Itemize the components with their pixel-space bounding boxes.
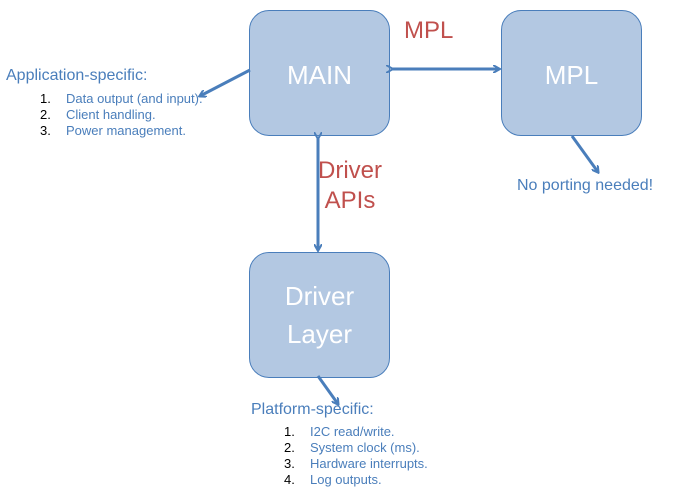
mpl-to-note-arrow (570, 135, 598, 172)
item-text: Power management. (66, 123, 186, 138)
item-number: 3. (284, 456, 295, 471)
list-item: 3. Power management. (40, 123, 203, 139)
main-box-label: MAIN (287, 60, 352, 90)
driver-layer-box: Driver Layer (249, 252, 390, 378)
driver-layer-box-label: Driver Layer (284, 281, 355, 349)
mpl-box: MPL (501, 10, 642, 136)
no-porting-note: No porting needed! (517, 177, 654, 194)
main-box: MAIN (249, 10, 390, 136)
platform-specific-list: 1. I2C read/write. 2. System clock (ms). 3… (284, 424, 428, 488)
list-item: 2. Client handling. (40, 107, 203, 123)
item-number: 3. (40, 123, 51, 138)
driver-apis-connector-label: Driver APIs (318, 157, 382, 214)
item-text: Hardware interrupts. (310, 456, 428, 471)
item-number: 1. (284, 424, 295, 439)
list-item: 4. Log outputs. (284, 472, 428, 488)
list-item: 3. Hardware interrupts. (284, 456, 428, 472)
list-item: 1. I2C read/write. (284, 424, 428, 440)
driver-to-platform-arrow (316, 375, 338, 404)
item-text: I2C read/write. (310, 424, 395, 439)
item-number: 4. (284, 472, 295, 487)
main-mpl-connector-label: MPL (404, 17, 454, 44)
platform-specific-heading: Platform-specific: (251, 401, 374, 418)
application-specific-list: 1. Data output (and input). 2. Client hand… (40, 91, 203, 139)
item-number: 1. (40, 91, 51, 106)
item-number: 2. (40, 107, 51, 122)
item-text: System clock (ms). (310, 440, 420, 455)
application-specific-heading: Application-specific: (6, 67, 148, 84)
item-number: 2. (284, 440, 295, 455)
list-item: 1. Data output (and input). (40, 91, 203, 107)
mpl-box-label: MPL (544, 60, 599, 90)
item-text: Data output (and input). (66, 91, 203, 106)
item-text: Log outputs. (310, 472, 382, 487)
main-to-application-arrow (200, 68, 251, 96)
list-item: 2. System clock (ms). (284, 440, 428, 456)
item-text: Client handling. (66, 107, 156, 122)
